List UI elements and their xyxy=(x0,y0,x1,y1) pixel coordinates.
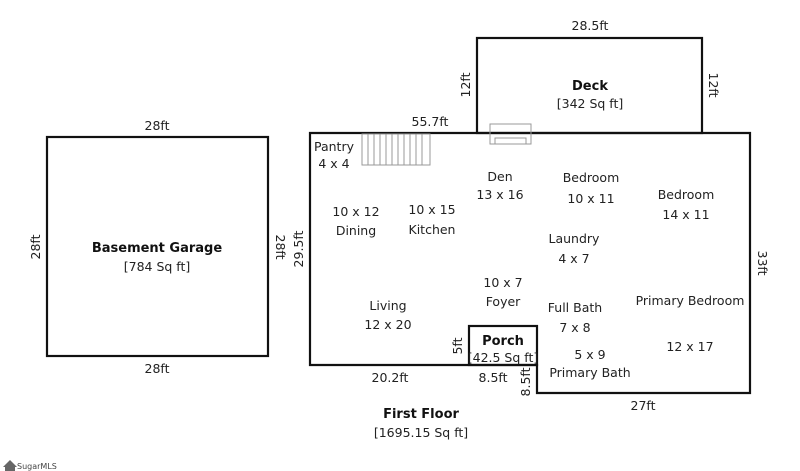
deck-dim-left: 12ft xyxy=(458,72,473,97)
svg-text:5 x 9: 5 x 9 xyxy=(574,347,605,362)
svg-text:12 x 17: 12 x 17 xyxy=(666,339,713,354)
floor-area: [1695.15 Sq ft] xyxy=(374,425,468,440)
svg-text:Primary Bedroom: Primary Bedroom xyxy=(636,293,745,308)
floor-dim-top: 55.7ft xyxy=(412,114,449,129)
porch-area: [42.5 Sq ft] xyxy=(468,350,538,365)
svg-text:10 x 11: 10 x 11 xyxy=(567,191,614,206)
room-primary-bedroom: Primary Bedroom 12 x 17 xyxy=(636,293,745,354)
garage-dim-bottom: 28ft xyxy=(145,361,170,376)
room-foyer: 10 x 7 Foyer xyxy=(483,275,522,309)
floor-name: First Floor xyxy=(383,407,459,422)
room-laundry: Laundry 4 x 7 xyxy=(549,231,601,266)
svg-text:Dining: Dining xyxy=(336,223,376,238)
first-floor-outline xyxy=(308,131,752,395)
room-primary-bath: 5 x 9 Primary Bath xyxy=(549,347,630,380)
garage-dim-right: 28ft xyxy=(273,235,288,260)
deck-area: [342 Sq ft] xyxy=(557,96,624,111)
floor-dim-bottom-left: 20.2ft xyxy=(372,370,409,385)
porch-outline xyxy=(467,324,539,367)
svg-text:Foyer: Foyer xyxy=(486,294,521,309)
room-bedroom-2: Bedroom 14 x 11 xyxy=(658,187,715,222)
room-living: Living 12 x 20 xyxy=(364,298,411,332)
porch-dim-right: 8.5ft xyxy=(518,367,533,396)
svg-text:Bedroom: Bedroom xyxy=(658,187,715,202)
svg-text:Den: Den xyxy=(487,169,512,184)
svg-text:Full Bath: Full Bath xyxy=(548,300,602,315)
svg-text:4 x 7: 4 x 7 xyxy=(558,251,589,266)
fireplace xyxy=(489,123,532,145)
porch-name: Porch xyxy=(482,334,524,349)
floor-dim-right: 33ft xyxy=(755,251,770,276)
svg-text:Living: Living xyxy=(369,298,406,313)
svg-text:14 x 11: 14 x 11 xyxy=(662,207,709,222)
garage-area: [784 Sq ft] xyxy=(124,259,191,274)
svg-text:Bedroom: Bedroom xyxy=(563,170,620,185)
deck-name: Deck xyxy=(572,79,608,94)
sugarmls-logo: SugarMLS xyxy=(3,460,57,471)
garage-outline xyxy=(45,135,270,358)
svg-text:Laundry: Laundry xyxy=(549,231,601,246)
floor-dim-bottom-right: 27ft xyxy=(631,398,656,413)
svg-text:7 x 8: 7 x 8 xyxy=(559,320,590,335)
deck-dim-right: 12ft xyxy=(706,73,721,98)
room-full-bath: Full Bath 7 x 8 xyxy=(548,300,602,335)
room-kitchen: 10 x 15 Kitchen xyxy=(408,202,455,237)
room-den: Den 13 x 16 xyxy=(476,169,523,202)
deck-dim-top: 28.5ft xyxy=(572,18,609,33)
svg-text:Pantry: Pantry xyxy=(314,139,355,154)
svg-text:10 x 7: 10 x 7 xyxy=(483,275,522,290)
garage-name: Basement Garage xyxy=(92,241,223,256)
svg-text:SugarMLS: SugarMLS xyxy=(17,462,57,471)
room-dining: 10 x 12 Dining xyxy=(332,204,379,238)
svg-text:Primary Bath: Primary Bath xyxy=(549,365,630,380)
svg-text:4 x 4: 4 x 4 xyxy=(318,156,349,171)
floor-dim-left: 29.5ft xyxy=(291,230,306,267)
garage-dim-top: 28ft xyxy=(145,118,170,133)
room-pantry: Pantry 4 x 4 xyxy=(314,139,355,171)
svg-text:10 x 12: 10 x 12 xyxy=(332,204,379,219)
svg-text:Kitchen: Kitchen xyxy=(409,222,456,237)
stairs xyxy=(361,133,431,166)
porch-dim-bottom: 8.5ft xyxy=(479,370,508,385)
svg-text:13 x 16: 13 x 16 xyxy=(476,187,523,202)
room-bedroom-1: Bedroom 10 x 11 xyxy=(563,170,620,206)
garage-dim-left: 28ft xyxy=(28,234,43,259)
svg-text:12 x 20: 12 x 20 xyxy=(364,317,411,332)
svg-text:10 x 15: 10 x 15 xyxy=(408,202,455,217)
porch-dim-left: 5ft xyxy=(450,337,465,354)
